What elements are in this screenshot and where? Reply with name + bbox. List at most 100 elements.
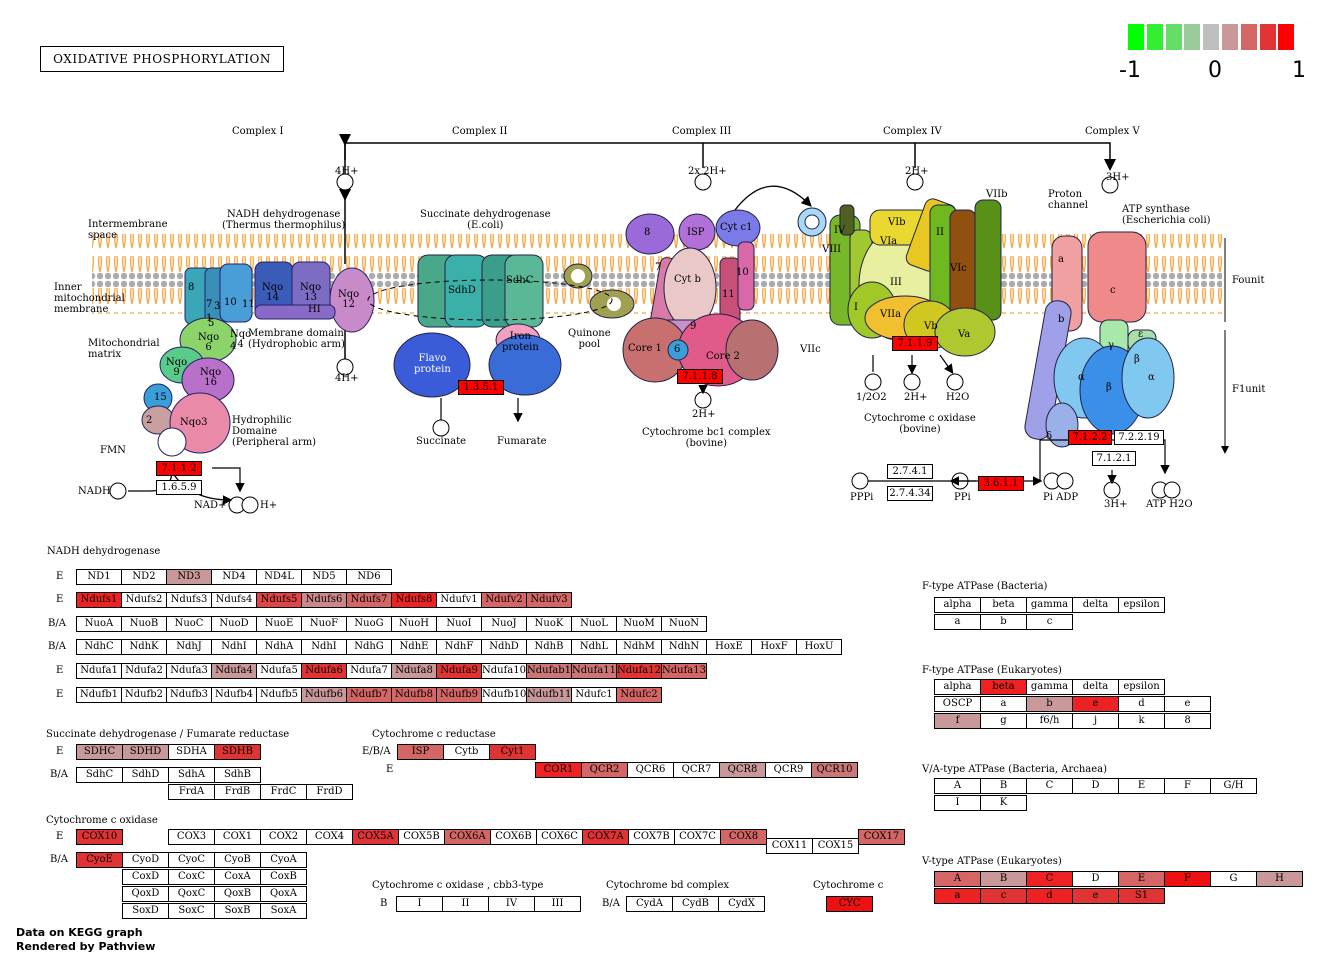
gene-box[interactable]: CoxC <box>168 869 215 885</box>
gene-box[interactable]: CyoB <box>214 852 261 868</box>
gene-box[interactable]: COX6C <box>536 829 583 845</box>
gene-box[interactable]: a <box>934 888 981 904</box>
gene-box[interactable]: e <box>1072 888 1119 904</box>
gene-box[interactable]: Ndufb3 <box>166 687 212 703</box>
gene-box[interactable]: Ndufa8 <box>391 663 437 679</box>
gene-box[interactable]: NdhL <box>571 639 617 655</box>
ec-2-7-4-34[interactable]: 2.7.4.34 <box>887 486 933 501</box>
ec-2-7-4-1[interactable]: 2.7.4.1 <box>887 464 933 479</box>
gene-box[interactable]: SoxC <box>168 903 215 919</box>
gene-box[interactable]: Ndufb5 <box>256 687 302 703</box>
gene-box[interactable]: epsilon <box>1118 597 1165 613</box>
gene-box[interactable]: NdhG <box>346 639 392 655</box>
ec-7-1-1-8[interactable]: 7.1.1.8 <box>677 369 723 384</box>
gene-box[interactable]: NuoJ <box>481 616 527 632</box>
gene-box[interactable]: Ndufab1 <box>526 663 572 679</box>
gene-box[interactable]: Ndufb4 <box>211 687 257 703</box>
gene-box[interactable]: NdhE <box>391 639 437 655</box>
gene-box[interactable]: COX3 <box>168 829 215 845</box>
gene-box[interactable]: Ndufs2 <box>121 592 167 608</box>
gene-box[interactable]: Ndufa10 <box>481 663 527 679</box>
gene-box[interactable]: Ndufa12 <box>616 663 662 679</box>
gene-box[interactable]: SDHD <box>122 744 169 760</box>
gene-box[interactable]: FrdA <box>168 784 215 800</box>
gene-box[interactable]: COX6A <box>444 829 491 845</box>
gene-box[interactable]: SDHC <box>76 744 123 760</box>
gene-box[interactable]: HoxU <box>796 639 842 655</box>
gene-box[interactable]: Ndufa1 <box>76 663 122 679</box>
gene-box[interactable]: Ndufa3 <box>166 663 212 679</box>
gene-box[interactable]: Ndufb9 <box>436 687 482 703</box>
gene-box[interactable]: Ndufv1 <box>436 592 482 608</box>
gene-box[interactable]: Ndufa9 <box>436 663 482 679</box>
gene-box[interactable]: a <box>980 696 1027 712</box>
gene-box[interactable]: NuoC <box>166 616 212 632</box>
gene-box[interactable]: Ndufa2 <box>121 663 167 679</box>
gene-box[interactable]: E <box>1118 871 1165 887</box>
gene-box[interactable]: HoxE <box>706 639 752 655</box>
gene-box[interactable]: D <box>1072 871 1119 887</box>
gene-box[interactable]: ND1 <box>76 569 122 585</box>
gene-box[interactable]: NuoB <box>121 616 167 632</box>
gene-box[interactable]: CyoA <box>260 852 307 868</box>
gene-box[interactable]: COX11 <box>766 838 813 854</box>
gene-box[interactable]: QCR2 <box>581 762 628 778</box>
gene-box[interactable]: FrdD <box>306 784 353 800</box>
gene-box[interactable]: NdhD <box>481 639 527 655</box>
gene-box[interactable]: Ndufs6 <box>301 592 347 608</box>
ec-3-6-1-1[interactable]: 3.6.1.1 <box>978 476 1024 491</box>
gene-box[interactable]: ND6 <box>346 569 392 585</box>
gene-box[interactable]: SoxB <box>214 903 261 919</box>
gene-box[interactable]: NuoH <box>391 616 437 632</box>
gene-box[interactable]: COX8 <box>720 829 767 845</box>
gene-box[interactable]: beta <box>980 597 1027 613</box>
ec-7-2-2-19[interactable]: 7.2.2.19 <box>1114 430 1164 445</box>
gene-box[interactable]: COX1 <box>214 829 261 845</box>
gene-box[interactable]: IV <box>488 896 535 912</box>
gene-box[interactable]: Ndufb6 <box>301 687 347 703</box>
gene-box[interactable]: COX10 <box>76 829 123 845</box>
gene-box[interactable]: gamma <box>1026 597 1073 613</box>
gene-box[interactable]: Ndufa5 <box>256 663 302 679</box>
gene-box[interactable]: Ndufc1 <box>571 687 617 703</box>
gene-box[interactable]: Ndufv2 <box>481 592 527 608</box>
gene-box[interactable]: K <box>980 795 1027 811</box>
gene-box[interactable]: ND2 <box>121 569 167 585</box>
gene-box[interactable]: delta <box>1072 679 1119 695</box>
gene-box[interactable]: COX7C <box>674 829 721 845</box>
gene-box[interactable]: SDHB <box>214 744 261 760</box>
gene-box[interactable]: SdhD <box>122 767 169 783</box>
gene-box[interactable]: S1 <box>1118 888 1165 904</box>
ec-7-1-1-9[interactable]: 7.1.1.9 <box>892 336 938 351</box>
gene-box[interactable]: QCR9 <box>765 762 812 778</box>
gene-box[interactable]: Ndufs1 <box>76 592 122 608</box>
gene-box[interactable]: Ndufs8 <box>391 592 437 608</box>
ec-1-3-5-1[interactable]: 1.3.5.1 <box>458 380 504 395</box>
gene-box[interactable]: SdhB <box>214 767 261 783</box>
gene-box[interactable]: COR1 <box>535 762 582 778</box>
gene-box[interactable]: a <box>934 614 981 630</box>
gene-box[interactable]: SoxD <box>122 903 169 919</box>
gene-box[interactable]: SoxA <box>260 903 307 919</box>
gene-box[interactable]: F <box>1164 778 1211 794</box>
gene-box[interactable]: 8 <box>1164 713 1211 729</box>
ec-7-1-1-2[interactable]: 7.1.1.2 <box>156 461 202 476</box>
gene-box[interactable]: H <box>1256 871 1303 887</box>
gene-box[interactable]: f <box>934 713 981 729</box>
gene-box[interactable]: QCR10 <box>811 762 858 778</box>
gene-box[interactable]: CydA <box>626 896 673 912</box>
gene-box[interactable]: beta <box>980 679 1027 695</box>
gene-box[interactable]: CydB <box>672 896 719 912</box>
gene-box[interactable]: G <box>1210 871 1257 887</box>
gene-box[interactable]: COX7B <box>628 829 675 845</box>
gene-box[interactable]: ND5 <box>301 569 347 585</box>
gene-box[interactable]: COX4 <box>306 829 353 845</box>
gene-box[interactable]: b <box>1026 696 1073 712</box>
gene-box[interactable]: D <box>1072 778 1119 794</box>
gene-box[interactable]: COX7A <box>582 829 629 845</box>
gene-box[interactable]: NuoF <box>301 616 347 632</box>
gene-box[interactable]: NuoE <box>256 616 302 632</box>
gene-box[interactable]: COX5B <box>398 829 445 845</box>
gene-box[interactable]: Ndufa13 <box>661 663 707 679</box>
gene-box[interactable]: NdhB <box>526 639 572 655</box>
